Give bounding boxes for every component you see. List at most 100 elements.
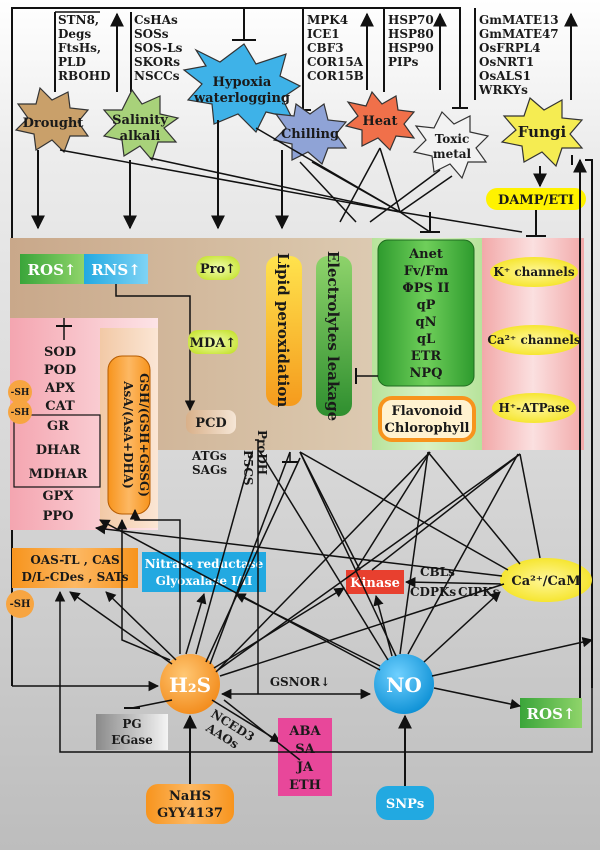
gene-chill-5: COR15B bbox=[307, 69, 364, 83]
ca-cam: Ca²⁺/CaM bbox=[500, 558, 592, 602]
gsnor-label: GSNOR↓ bbox=[270, 675, 330, 689]
svg-text:Kinase: Kinase bbox=[350, 576, 400, 591]
gene-fungi-3: OsFRPL4 bbox=[479, 41, 541, 55]
stress-hypoxia-label-1: Hypoxia bbox=[213, 75, 272, 90]
svg-text:PG: PG bbox=[122, 717, 141, 731]
k-channels: K⁺ channels bbox=[490, 257, 578, 287]
svg-text:NO: NO bbox=[386, 673, 422, 697]
svg-text:K⁺ channels: K⁺ channels bbox=[493, 265, 574, 279]
gene-drought-3: FtsHs, bbox=[58, 41, 101, 55]
stress-fungi: Fungi bbox=[500, 96, 584, 168]
nahs-box: NaHS GYY4137 bbox=[146, 784, 234, 824]
damp-eti: DAMP/ETI bbox=[486, 188, 586, 210]
ca-channels: Ca²⁺ channels bbox=[487, 325, 581, 355]
gene-fungi-5: OsALS1 bbox=[479, 69, 531, 83]
svg-text:H₂S: H₂S bbox=[169, 673, 211, 697]
pro-box: Pro↑ bbox=[196, 256, 240, 280]
gene-sal-4: SKORs bbox=[134, 55, 180, 69]
svg-text:GYY4137: GYY4137 bbox=[157, 806, 223, 821]
svg-text:Fv/Fm: Fv/Fm bbox=[404, 264, 449, 279]
stress-salinity-label-1: Salinity bbox=[112, 113, 168, 128]
svg-text:qN: qN bbox=[416, 315, 437, 330]
svg-text:POD: POD bbox=[44, 363, 76, 378]
gene-heat-2: HSP80 bbox=[388, 27, 434, 41]
svg-text:Anet: Anet bbox=[408, 247, 443, 262]
svg-text:PPO: PPO bbox=[43, 509, 74, 524]
stress-heat-label: Heat bbox=[363, 114, 398, 129]
gene-fungi-6: WRKYs bbox=[478, 83, 528, 97]
svg-text:ETH: ETH bbox=[289, 778, 321, 793]
svg-text:SA: SA bbox=[295, 742, 315, 757]
gene-drought-1: STN8, bbox=[58, 13, 99, 27]
svg-text:NaHS: NaHS bbox=[169, 789, 211, 804]
gene-heat-4: PIPs bbox=[388, 55, 419, 69]
svg-text:DHAR: DHAR bbox=[36, 443, 81, 458]
svg-text:qL: qL bbox=[417, 332, 435, 347]
gene-group-salinity: CsHAs SOSs SOS-Ls SKORs NSCCs bbox=[130, 12, 183, 92]
gene-fungi-1: GmMATE13 bbox=[479, 13, 559, 27]
stress-chilling-label: Chilling bbox=[281, 127, 339, 142]
svg-text:PCD: PCD bbox=[195, 416, 226, 431]
svg-text:H⁺-ATPase: H⁺-ATPase bbox=[498, 401, 569, 415]
svg-text:ETR: ETR bbox=[411, 349, 442, 364]
stress-heat: Heat bbox=[344, 90, 416, 152]
svg-text:OAS-TL , CAS: OAS-TL , CAS bbox=[30, 553, 119, 567]
svg-text:GPX: GPX bbox=[43, 489, 75, 504]
sags-label: SAGs bbox=[192, 463, 227, 477]
stress-drought-label: Drought bbox=[23, 116, 84, 131]
stress-toxic-label-2: metal bbox=[433, 147, 472, 161]
svg-text:EGase: EGase bbox=[111, 733, 153, 747]
gene-group-fungi: GmMATE13 GmMATE47 OsFRPL4 OsNRT1 OsALS1 … bbox=[474, 8, 559, 100]
gene-heat-1: HSP70 bbox=[388, 13, 434, 27]
svg-text:Lipid peroxidation: Lipid peroxidation bbox=[274, 253, 292, 408]
svg-text:ROS↑: ROS↑ bbox=[527, 705, 576, 723]
svg-text:MDA↑: MDA↑ bbox=[190, 336, 237, 351]
gene-fungi-2: GmMATE47 bbox=[479, 27, 559, 41]
kinase-box: Kinase bbox=[346, 570, 404, 594]
stress-fungi-label: Fungi bbox=[518, 123, 567, 141]
convergence-lines bbox=[59, 127, 523, 233]
stress-drought: Drought bbox=[14, 86, 90, 154]
svg-text:ABA: ABA bbox=[288, 724, 321, 739]
electrolytes-leakage: Electrolytes leakage bbox=[316, 251, 352, 421]
rns-label: RNS↑ bbox=[91, 261, 141, 279]
gene-group-heat: HSP70 HSP80 HSP90 PIPs bbox=[383, 8, 434, 92]
prodh-label: ProDH bbox=[255, 430, 269, 475]
network-lines bbox=[12, 439, 594, 761]
enzyme-list: SOD POD APX CAT GR DHAR MDHAR GPX PPO bbox=[13, 345, 101, 524]
stress-salinity-label-2: alkali bbox=[120, 129, 161, 144]
svg-text:D/L-CDes , SATs: D/L-CDes , SATs bbox=[22, 570, 129, 584]
asa-gsh-box: AsA/(AsA+DHA) GSH/(GSH+GSSG) bbox=[107, 355, 151, 515]
svg-text:AsA/(AsA+DHA): AsA/(AsA+DHA) bbox=[121, 380, 135, 489]
sh-oas: -SH bbox=[10, 599, 31, 610]
svg-text:APX: APX bbox=[44, 381, 76, 396]
gene-chill-1: MPK4 bbox=[307, 13, 348, 27]
svg-text:SOD: SOD bbox=[44, 345, 76, 360]
svg-text:Pro↑: Pro↑ bbox=[200, 262, 236, 277]
gene-sal-1: CsHAs bbox=[134, 13, 178, 27]
svg-text:Flavonoid: Flavonoid bbox=[392, 404, 463, 419]
svg-text:Ca²⁺/CaM: Ca²⁺/CaM bbox=[511, 574, 580, 589]
lipid-peroxidation: Lipid peroxidation bbox=[266, 253, 302, 408]
svg-text:SNPs: SNPs bbox=[386, 797, 424, 812]
gene-fungi-4: OsNRT1 bbox=[479, 55, 534, 69]
stress-hypoxia-label-2: waterlogging bbox=[193, 91, 290, 106]
svg-text:MDHAR: MDHAR bbox=[29, 467, 88, 482]
gene-group-drought: STN8, Degs FtsHs, PLD RBOHD bbox=[54, 11, 111, 92]
gene-chill-4: COR15A bbox=[307, 55, 364, 69]
svg-text:CDPKs: CDPKs bbox=[410, 585, 456, 599]
h-atpase: H⁺-ATPase bbox=[492, 393, 576, 423]
pcd-box: PCD bbox=[186, 410, 236, 434]
svg-text:Ca²⁺ channels: Ca²⁺ channels bbox=[487, 333, 581, 347]
oas-box: OAS-TL , CAS D/L-CDes , SATs bbox=[12, 548, 138, 588]
svg-text:-SH: -SH bbox=[11, 388, 30, 398]
svg-text:GSH/(GSH+GSSG): GSH/(GSH+GSSG) bbox=[137, 373, 151, 497]
stress-salinity: Salinity alkali bbox=[102, 88, 180, 162]
svg-text:qP: qP bbox=[417, 298, 436, 313]
svg-text:NPQ: NPQ bbox=[410, 366, 443, 381]
svg-text:Electrolytes leakage: Electrolytes leakage bbox=[324, 251, 342, 421]
photosynthesis-box: Anet Fv/Fm ΦPS II qP qN qL ETR NPQ bbox=[377, 239, 475, 387]
mda-box: MDA↑ bbox=[188, 330, 238, 354]
stress-toxic: Toxic metal bbox=[412, 110, 490, 180]
